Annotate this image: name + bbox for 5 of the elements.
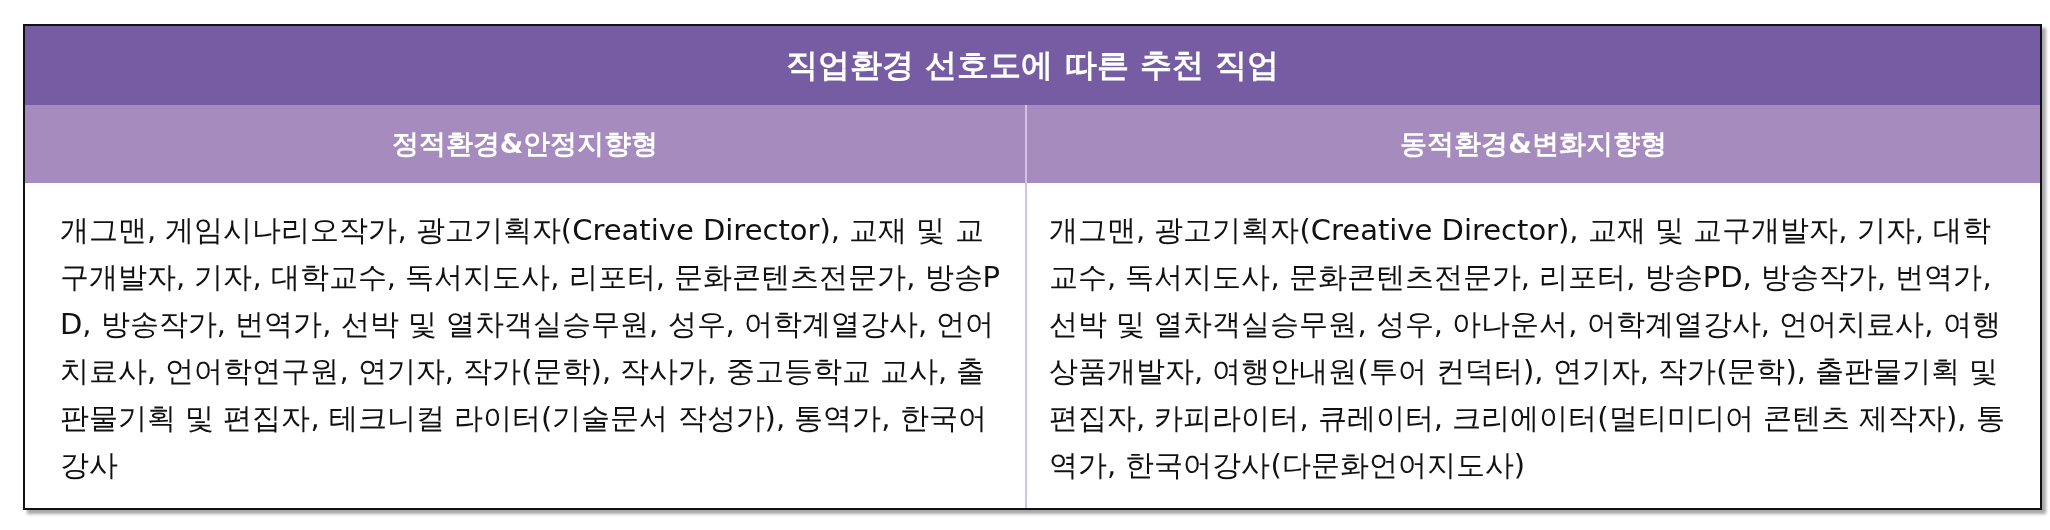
job-list: 개그맨, 게임시나리오작가, 광고기획자(Creative Director), 교재 및 교구개발자, 기자, 대학교수, 독서지도사, 리포터, 문화콘텐츠전문가, 방송PD, 방송작가, 번역가, 선박 및 열차객실승무원, 성우, 어학계열강사, 언어치료사, 언어학연구원, 연기자, 작가(문학), 작사가, 중고등학교 교사, 출판물기획 및 편집자, 테크니컬 라이터(기술문서 작성가), 통역가, 한국어강사 [60,207,1010,489]
title-bar: 직업환경 선호도에 따른 추천 직업 [25,26,2040,105]
column-header: 동적환경&변화지향형 [1027,105,2040,183]
column-header: 정적환경&안정지향형 [25,105,1025,183]
job-list: 개그맨, 광고기획자(Creative Director), 교재 및 교구개발자, 기자, 대학교수, 독서지도사, 문화콘텐츠전문가, 리포터, 방송PD, 방송작가, 번역가, 선박 및 열차객실승무원, 성우, 아나운서, 어학계열강사, 언어치료사, 여행상품개발자, 여행안내원(투어 컨덕터), 연기자, 작가(문학), 출판물기획 및 편집자, 카피라이터, 큐레이터, 크리에이터(멀티미디어 콘텐츠 제작자), 통역가, 한국어강사(다문화언어지도사) [1049,207,2009,489]
